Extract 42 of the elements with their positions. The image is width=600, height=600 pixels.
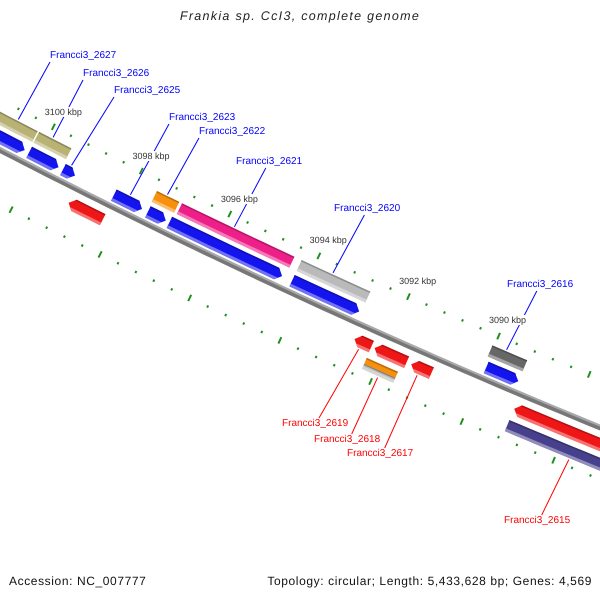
leader-line [384,374,418,448]
gene-block [111,190,142,212]
accession-text: Accession: NC_007777 [9,574,146,588]
scale-label: 3096 kbp [220,194,259,204]
gene-block [0,130,25,153]
gene-label: Francci3_2617 [347,448,414,460]
gene-block [411,361,434,379]
leader-line [167,138,200,195]
scale-label: 3090 kbp [488,315,528,326]
gene-block [60,164,75,178]
gene-label: Francci3_2618 [314,434,380,446]
leader-line [351,377,378,434]
gene-block [145,206,166,224]
map-title: Frankia sp. CcI3, complete genome [178,9,422,24]
gene-label: Francci3_2626 [83,68,150,80]
gene-label: Francci3_2620 [334,203,400,215]
gene-block [26,146,58,170]
gene-block [374,344,410,368]
leader-line [318,348,360,418]
leader-line [332,214,365,274]
gene-block [68,200,106,226]
gene-label: Francci3_2625 [114,85,180,97]
scale-label: 3094 kbp [308,235,348,246]
gene-block [514,405,600,452]
gene-label: Francci3_2627 [50,50,116,62]
gene-label: Francci3_2615 [504,515,570,527]
gene-label: Francci3_2619 [282,418,348,430]
gene-block [289,275,360,315]
gene-label: Francci3_2623 [169,112,236,124]
leader-line [541,459,570,516]
scale-label: 3098 kbp [132,150,171,161]
gene-label: Francci3_2621 [236,156,302,168]
scale-label: 3092 kbp [398,276,438,286]
gene-block [484,362,518,385]
scale-label: 3100 kbp [44,106,83,117]
leader-line [18,62,50,120]
gene-label: Francci3_2616 [507,279,574,291]
gene-block [354,336,374,352]
leader-line [71,96,114,166]
genome-summary-text: Topology: circular; Length: 5,433,628 bp; Genes: 4,569 [267,574,592,588]
gene-label: Francci3_2622 [199,126,266,138]
gene-block [166,216,282,280]
